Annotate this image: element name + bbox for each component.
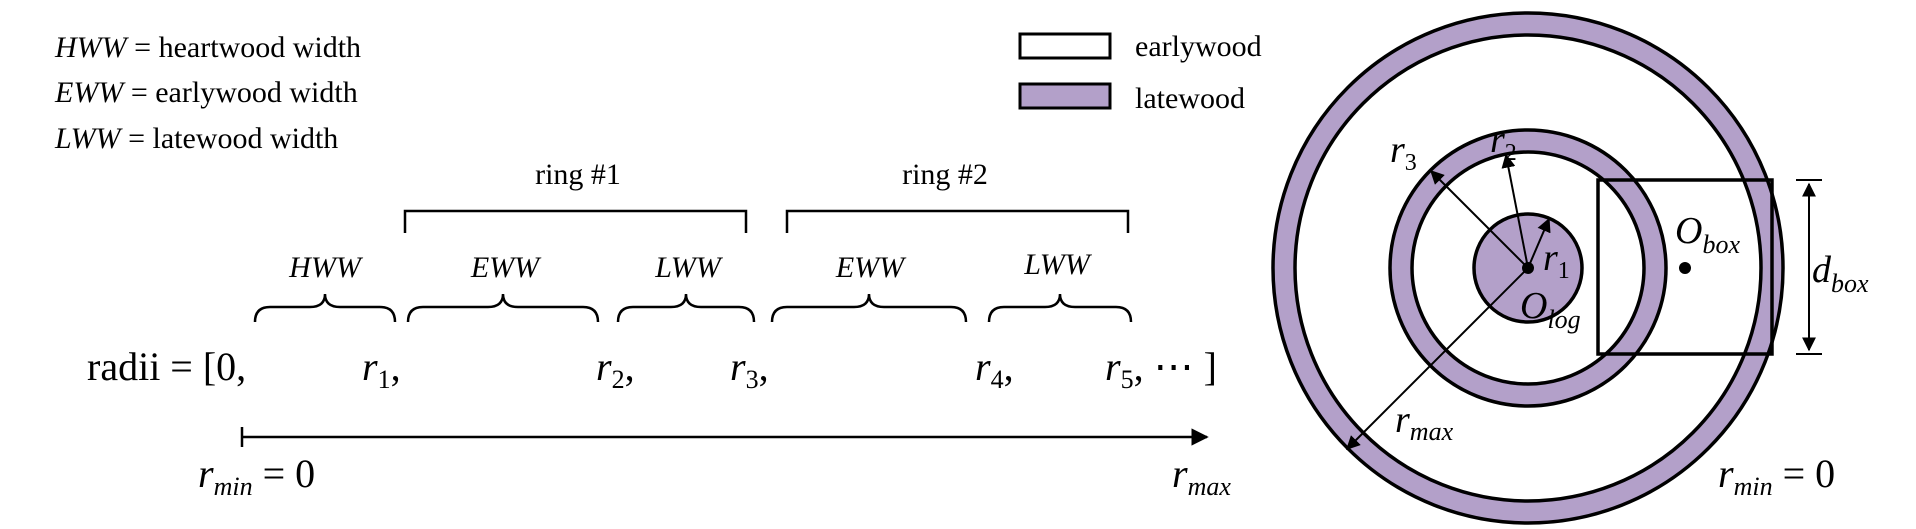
- definition-hww: HWW = heartwood width: [54, 31, 361, 64]
- radius-r4: r4,: [975, 344, 1014, 394]
- brace-lww-1: [616, 293, 756, 323]
- log-center-label: Olog: [1520, 285, 1581, 334]
- log-label-r2: r2: [1490, 119, 1517, 166]
- legend-swatch-latewood: [1018, 82, 1112, 110]
- radius-r3-arrow: [1430, 170, 1529, 269]
- ring-2-label: ring #2: [902, 158, 988, 191]
- legend-swatch-earlywood: [1018, 32, 1112, 60]
- radius-rmax-arrow: [1346, 267, 1529, 450]
- radius-r1-arrow: [1527, 217, 1551, 269]
- width-label-lww-1: LWW: [654, 251, 724, 284]
- brace-eww-2: [770, 293, 968, 323]
- log-label-r1: r1: [1543, 237, 1570, 284]
- log-center-dot: [1522, 262, 1534, 274]
- curly-braces: [253, 293, 1133, 323]
- axis-start-label: rmin = 0: [198, 451, 315, 501]
- box-center-dot: [1679, 262, 1691, 274]
- width-label-hww: HWW: [288, 251, 364, 284]
- definition-eww: EWW = earlywood width: [54, 76, 358, 109]
- width-labels: HWW EWW LWW EWW LWW: [288, 248, 1093, 284]
- axis-end-label: rmax: [1172, 451, 1231, 501]
- radii-list: radii = [0, r1, r2, r3, r4, r5, ⋯ ]: [87, 344, 1217, 394]
- log-rmax-label: rmax: [1395, 399, 1454, 446]
- legend-label-earlywood: earlywood: [1135, 30, 1262, 63]
- radial-axis: rmin = 0 rmax: [198, 427, 1231, 501]
- brace-lww-2: [987, 293, 1133, 323]
- radius-r5: r5, ⋯ ]: [1105, 344, 1217, 394]
- box-center-label: Obox: [1675, 210, 1740, 259]
- definitions: HWW = heartwood width EWW = earlywood wi…: [54, 31, 361, 155]
- log-cross-section: r3 r2 r1 Olog Obox dbox rmax rmin = 0: [1271, 11, 1869, 525]
- box-outline: [1596, 178, 1774, 356]
- definition-lww: LWW = latewood width: [54, 122, 338, 155]
- ring-1-label: ring #1: [535, 158, 621, 191]
- width-label-lww-2: LWW: [1023, 248, 1093, 281]
- brace-eww-1: [406, 293, 600, 323]
- log-label-r3: r3: [1390, 129, 1417, 176]
- radius-r3: r3,: [730, 344, 769, 394]
- radius-r2: r2,: [596, 344, 635, 394]
- width-label-eww-2: EWW: [835, 251, 907, 284]
- radius-r1: r1,: [362, 344, 401, 394]
- legend-label-latewood: latewood: [1135, 82, 1245, 115]
- legend: earlywood latewood: [1018, 30, 1262, 115]
- radii-prefix: radii = [0,: [87, 344, 246, 389]
- ring-1-bracket: [403, 209, 748, 233]
- ring-2-bracket: [785, 209, 1130, 233]
- log-rmin-label: rmin = 0: [1718, 451, 1835, 501]
- width-label-eww-1: EWW: [470, 251, 542, 284]
- brace-hww: [253, 293, 397, 323]
- radius-r2-arrow: [1501, 153, 1529, 269]
- ring-brackets: ring #1 ring #2: [403, 158, 1130, 233]
- box-size-label: dbox: [1812, 249, 1869, 298]
